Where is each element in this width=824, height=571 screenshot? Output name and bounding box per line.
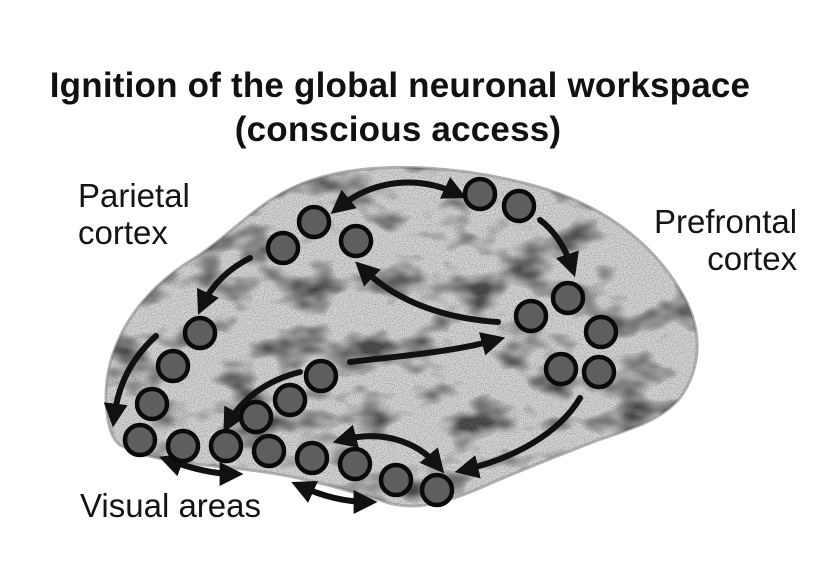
label-line: cortex [78, 213, 168, 251]
node [462, 176, 498, 212]
node [583, 314, 619, 350]
label-line: Prefrontal [654, 203, 798, 240]
label-visual-areas: Visual areas [80, 487, 262, 524]
node [581, 354, 617, 390]
node [165, 428, 201, 464]
node [134, 386, 170, 422]
arrow-visual-left [158, 453, 244, 486]
connection-arrows [103, 176, 583, 514]
neuron-nodes [122, 176, 619, 508]
diagram-subtitle: (conscious access) [234, 110, 562, 149]
node [238, 399, 274, 435]
arrow-top-arc [330, 176, 467, 215]
arrow-frontal-to-parietal [355, 261, 501, 325]
node [501, 188, 537, 224]
diagram-title: Ignition of the global neuronal workspac… [49, 66, 751, 105]
node [419, 472, 455, 508]
label-prefrontal-cortex: Prefrontal cortex [654, 203, 798, 278]
arrow-visual-bottom [291, 481, 378, 514]
node [272, 382, 308, 418]
node [155, 348, 191, 384]
node [296, 204, 332, 240]
arrow-parietal-left [197, 255, 253, 315]
arrow-temporal-arc [332, 424, 445, 474]
node [513, 298, 549, 334]
arrow-prefrontal-to-temporal [454, 395, 583, 479]
arrow-frontal-down [537, 217, 579, 278]
node [337, 446, 373, 482]
node [378, 462, 414, 498]
node [122, 422, 158, 458]
node [550, 280, 586, 316]
node [338, 223, 374, 259]
arrow-center-down [223, 369, 303, 433]
node [208, 428, 244, 464]
node [303, 358, 339, 394]
label-parietal-cortex: Parietal cortex [78, 177, 190, 252]
node [182, 315, 218, 351]
node [294, 440, 330, 476]
node [265, 230, 301, 266]
label-line: Parietal [78, 177, 190, 214]
label-line: cortex [707, 239, 798, 277]
arrow-parietal-to-occipital [103, 333, 159, 428]
node [251, 433, 287, 469]
node [543, 351, 579, 387]
arrow-center-to-frontal [347, 332, 506, 365]
